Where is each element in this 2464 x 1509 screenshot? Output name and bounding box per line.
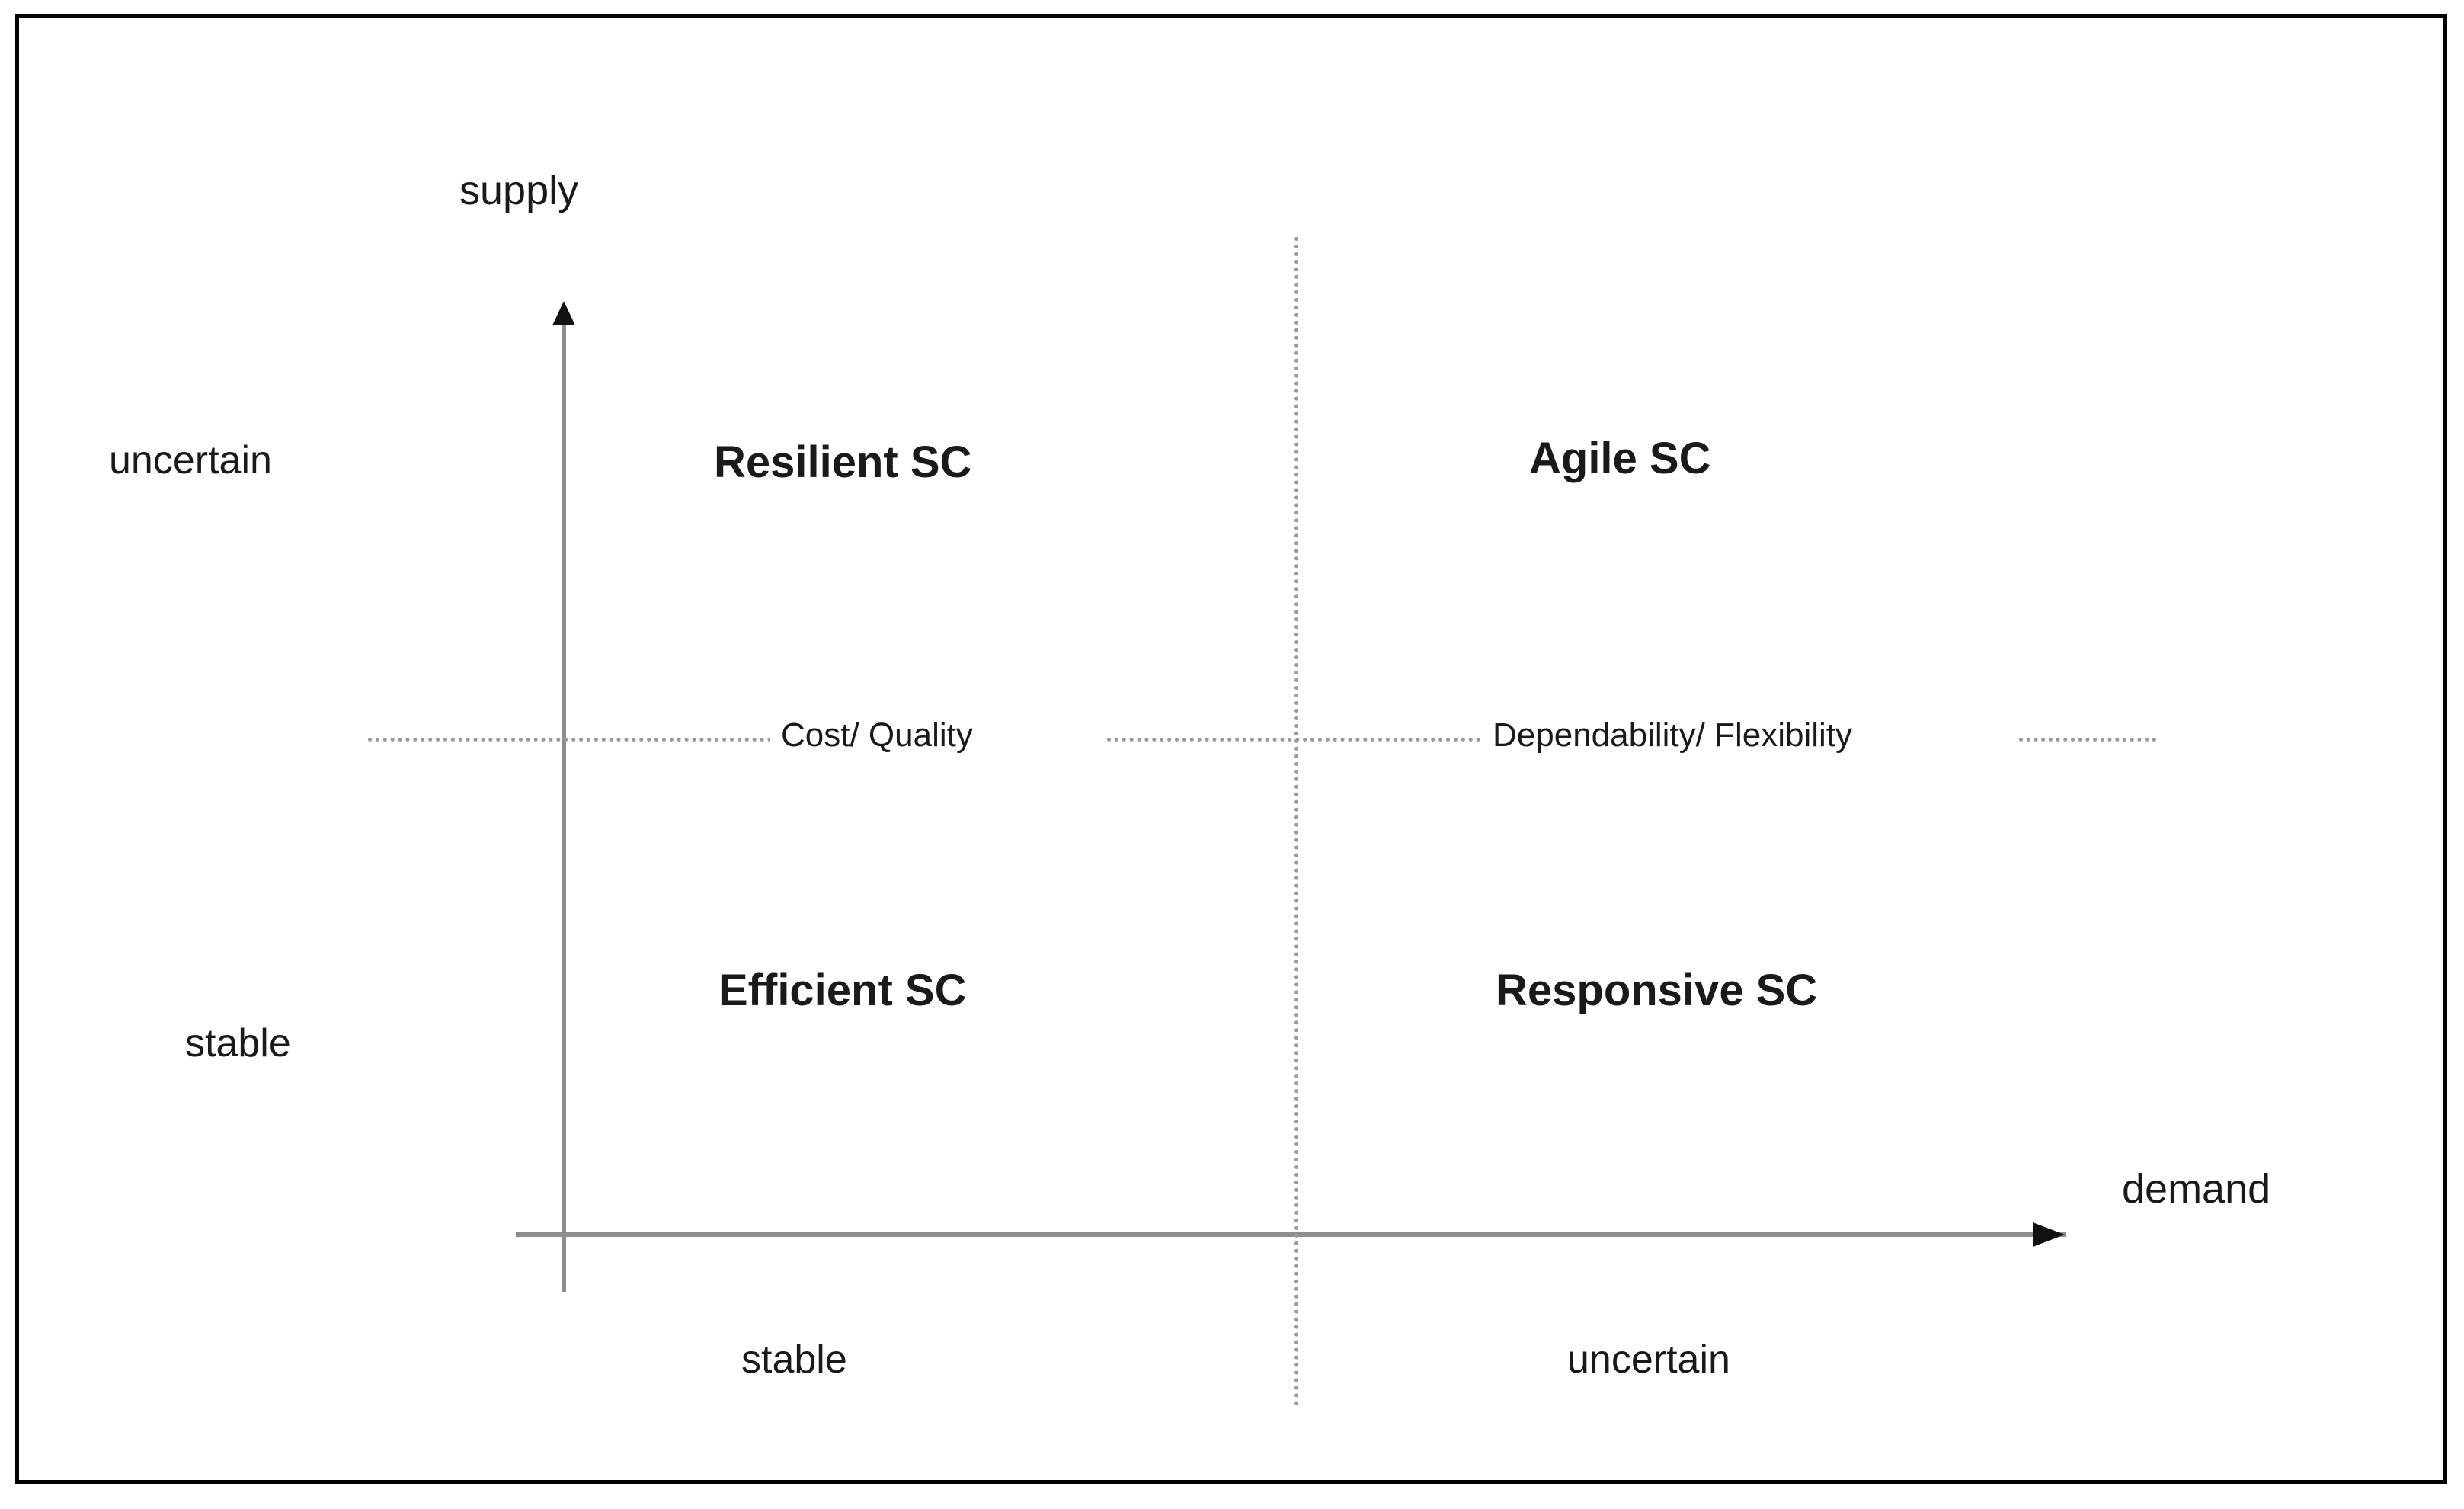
quadrant-label-agile-sc: Agile SC (1529, 434, 1711, 483)
quadrant-label-resilient-sc: Resilient SC (714, 437, 972, 487)
midline-label-dependability-flexibility: Dependability/ Flexibility (1482, 719, 1863, 752)
demand-axis-line (516, 1232, 2066, 1237)
demand-scale-low-label: stable (741, 1338, 847, 1382)
supply-scale-high-label: uncertain (109, 438, 272, 482)
supply-scale-low-label: stable (185, 1021, 291, 1065)
vertical-divider-dotted (1294, 237, 1298, 1406)
supply-axis-line (562, 322, 566, 1292)
quadrant-label-efficient-sc: Efficient SC (718, 966, 967, 1015)
midline-label-cost-quality: Cost/ Quality (770, 719, 984, 752)
supply-axis-arrow-icon (552, 301, 575, 325)
matrix-plot-area: supply demand uncertain stable stable un… (19, 18, 2443, 1480)
demand-axis-arrow-icon (2033, 1222, 2065, 1247)
horizontal-divider-dotted-right (2019, 738, 2156, 742)
supply-axis-label: supply (459, 168, 579, 213)
demand-scale-high-label: uncertain (1567, 1338, 1730, 1382)
demand-axis-label: demand (2122, 1166, 2271, 1212)
horizontal-divider-dotted-middle (1107, 738, 1488, 742)
figure-border: supply demand uncertain stable stable un… (15, 14, 2447, 1484)
horizontal-divider-dotted-left (368, 738, 772, 742)
quadrant-label-responsive-sc: Responsive SC (1496, 966, 1818, 1015)
